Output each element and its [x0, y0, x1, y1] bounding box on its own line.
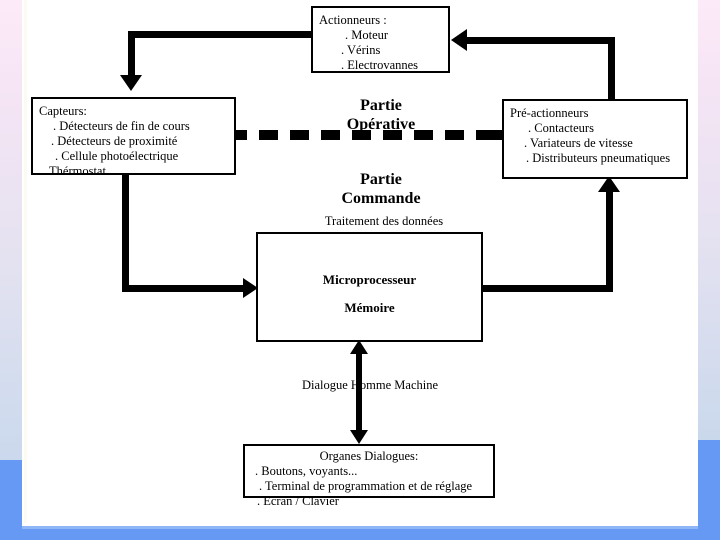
box-organes-dialogues-body: Organes Dialogues: . Boutons, voyants...…: [245, 446, 493, 509]
list-item: . Ecran / Clavier: [257, 494, 339, 508]
decorative-left-gradient-strip: [0, 0, 22, 503]
label-partie-operative-line2: Opérative: [346, 116, 416, 133]
box-actionneurs-title: Actionneurs :: [319, 13, 387, 27]
box-traitement-donnees[interactable]: Microprocesseur Mémoire: [256, 232, 483, 342]
box-actionneurs[interactable]: Actionneurs : . Moteur . Vérins . Electr…: [311, 6, 450, 73]
connector-actionneurs-to-capteurs-vertical: [128, 31, 135, 77]
list-item: . Détecteurs de fin de cours: [53, 119, 190, 133]
label-partie-commande: Partie Commande: [296, 170, 466, 208]
list-item: . Distributeurs pneumatiques: [526, 151, 671, 165]
list-item: . Vérins: [341, 43, 381, 57]
list-item: . Cellule photoélectrique: [55, 149, 179, 163]
slide-inner-seam: [24, 0, 27, 523]
box-organes-dialogues-title: Organes Dialogues:: [319, 449, 419, 463]
decorative-left-blue-strip: [0, 460, 22, 540]
decorative-bottom-highlight: [22, 526, 698, 529]
connector-capteurs-to-traitement-vertical: [122, 175, 129, 289]
box-pre-actionneurs-body: Pré-actionneurs . Contacteurs . Variateu…: [504, 101, 686, 166]
box-traitement-microprocesseur: Microprocesseur: [322, 272, 417, 287]
list-item: . Thérmostat: [43, 164, 106, 178]
connector-preactionneurs-to-actionneurs-horizontal: [467, 37, 615, 44]
list-item: . Détecteurs de proximité: [51, 134, 178, 148]
box-capteurs-body: Capteurs: . Détecteurs de fin de cours .…: [33, 99, 234, 179]
box-traitement-memoire: Mémoire: [344, 300, 395, 315]
label-partie-operative: Partie Opérative: [296, 96, 466, 134]
arrowhead-into-preactionneurs: [598, 176, 620, 192]
connector-actionneurs-to-capteurs-horizontal: [128, 31, 312, 38]
box-actionneurs-body: Actionneurs : . Moteur . Vérins . Electr…: [313, 8, 448, 73]
label-dialogue-homme-machine: Dialogue Homme Machine: [301, 378, 439, 392]
box-pre-actionneurs-title: Pré-actionneurs: [510, 106, 589, 120]
box-organes-dialogues[interactable]: Organes Dialogues: . Boutons, voyants...…: [243, 444, 495, 508]
arrowhead-into-actionneurs: [451, 29, 467, 51]
list-item: . Variateurs de vitesse: [524, 136, 633, 150]
connector-dialogue-bidirectional-shaft: [356, 348, 362, 438]
box-traitement-donnees-body: Microprocesseur Mémoire: [258, 260, 481, 321]
list-item: . Boutons, voyants...: [255, 464, 358, 478]
list-item: . Contacteurs: [528, 121, 594, 135]
decorative-right-gradient-strip: [698, 0, 720, 455]
connector-capteurs-to-traitement-horizontal: [122, 285, 246, 292]
label-partie-operative-line1: Partie: [360, 97, 402, 114]
box-capteurs[interactable]: Capteurs: . Détecteurs de fin de cours .…: [31, 97, 236, 178]
arrowhead-into-traitement-bottom: [350, 340, 368, 354]
box-capteurs-title: Capteurs:: [39, 104, 87, 118]
list-item: . Moteur: [345, 28, 389, 42]
label-partie-commande-line2: Commande: [341, 190, 421, 207]
arrowhead-into-traitement: [243, 278, 258, 298]
label-traitement-des-donnees: Traitement des données: [324, 214, 444, 228]
connector-preactionneurs-to-actionneurs-vertical: [608, 37, 615, 99]
label-partie-commande-line1: Partie: [360, 171, 402, 188]
list-item: . Terminal de programmation et de réglag…: [259, 479, 473, 493]
box-pre-actionneurs[interactable]: Pré-actionneurs . Contacteurs . Variateu…: [502, 99, 688, 179]
arrowhead-into-organes-dialogues: [350, 430, 368, 444]
decorative-bottom-blue-bar: [0, 526, 720, 540]
connector-traitement-to-preactionneurs-vertical: [606, 190, 613, 292]
list-item: . Electrovannes: [341, 58, 419, 72]
arrowhead-into-capteurs: [120, 75, 142, 91]
decorative-right-blue-strip: [698, 440, 720, 540]
connector-traitement-to-preactionneurs-horizontal: [483, 285, 613, 292]
